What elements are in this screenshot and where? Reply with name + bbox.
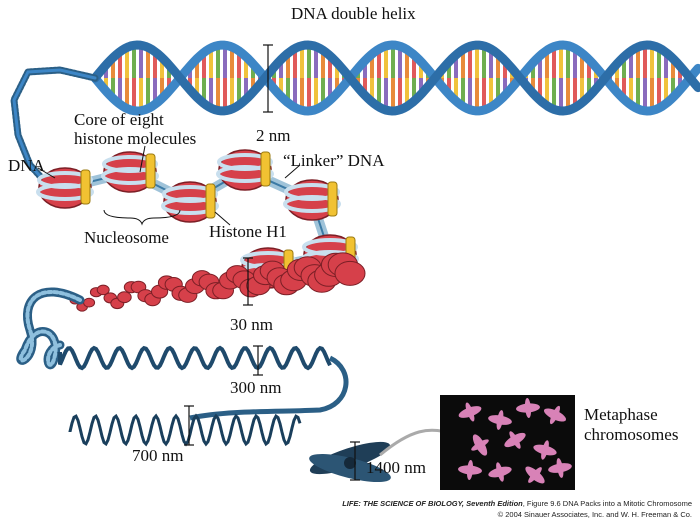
- sugar-phosphate-backbone: [90, 40, 700, 116]
- histone-h1: [327, 181, 338, 217]
- fiber-700nm: [68, 413, 302, 447]
- nucleosome-bracket: [103, 209, 181, 226]
- dna-wrap: [101, 167, 159, 185]
- metaphase-chromosome: [496, 462, 504, 482]
- metaphase-chromosome: [524, 398, 532, 418]
- dna-strand: [12, 68, 97, 187]
- metaphase-chromosome: [465, 402, 475, 422]
- label-histone-h1: Histone H1: [209, 222, 287, 241]
- histone-h1: [205, 183, 216, 219]
- label-core-line2: histone molecules: [74, 129, 197, 148]
- metaphase-chromosome: [466, 460, 474, 480]
- credit-book-title: LIFE: THE SCIENCE OF BIOLOGY, Seventh Ed…: [342, 499, 523, 508]
- dna-wrap: [216, 165, 274, 183]
- metaphase-chromosome: [541, 440, 549, 460]
- dna-wrap: [161, 197, 219, 215]
- core-leader: [139, 145, 146, 173]
- fiber-connector: [189, 355, 349, 421]
- metaphase-micrograph: [440, 395, 575, 490]
- linker-leader: [284, 164, 301, 179]
- label-300nm: 300 nm: [230, 378, 282, 397]
- histone-h1: [80, 169, 91, 205]
- supercoiled-fiber: [68, 413, 302, 447]
- label-core-line1: Core of eight: [74, 110, 164, 129]
- measurement-markers: [184, 44, 360, 481]
- dna-leader: [37, 167, 56, 179]
- credit-figure: , Figure 9.6 DNA Packs into a Mitotic Ch…: [522, 499, 692, 508]
- label-dna: DNA: [8, 156, 45, 175]
- nucleosome-bead: [83, 297, 96, 308]
- histone-h1: [260, 151, 271, 187]
- chromatin-loop-texture: [18, 289, 82, 367]
- metaphase-chromosome: [496, 410, 504, 430]
- centromere: [344, 457, 356, 469]
- sugar-phosphate-backbone: [90, 40, 700, 116]
- nucleosome-bead: [334, 260, 366, 286]
- label-2nm: 2 nm: [256, 126, 291, 145]
- histone-h1: [145, 153, 156, 189]
- coiled-fiber: [58, 345, 332, 371]
- fiber-30nm: [69, 252, 366, 312]
- label-700nm: 700 nm: [132, 446, 184, 465]
- label-nucleosome: Nucleosome: [84, 228, 169, 247]
- nucleosome-beads: [36, 149, 359, 289]
- label-metaphase-line2: chromosomes: [584, 425, 679, 444]
- histone-h1-leader: [214, 211, 231, 226]
- figure-credit: LIFE: THE SCIENCE OF BIOLOGY, Seventh Ed…: [342, 499, 692, 508]
- title-dna-double-helix: DNA double helix: [291, 4, 416, 23]
- dna-double-helix: [90, 40, 700, 116]
- credit-copyright: © 2004 Sinauer Associates, Inc. and W. H…: [497, 510, 692, 519]
- dna-wrap: [283, 195, 341, 213]
- looped-domains: [16, 287, 85, 370]
- metaphase-chromosome: [528, 467, 542, 483]
- label-leader-lines: [37, 145, 301, 226]
- metaphase-chromosome: [549, 405, 561, 425]
- metaphase-chromosome: [509, 431, 521, 449]
- nucleosome-bead: [96, 284, 110, 296]
- dna-wrap: [36, 183, 94, 201]
- metaphase-chromosome: [556, 458, 564, 478]
- label-30nm: 30 nm: [230, 315, 273, 334]
- label-linker-dna: “Linker” DNA: [283, 151, 385, 170]
- fiber-300nm: [58, 345, 349, 421]
- metaphase-chromosome: [471, 439, 489, 451]
- nucleosome-bead: [117, 291, 132, 304]
- helix-tail-coil: [10, 66, 99, 189]
- label-metaphase-line1: Metaphase: [584, 405, 658, 424]
- label-1400nm: 1400 nm: [366, 458, 426, 477]
